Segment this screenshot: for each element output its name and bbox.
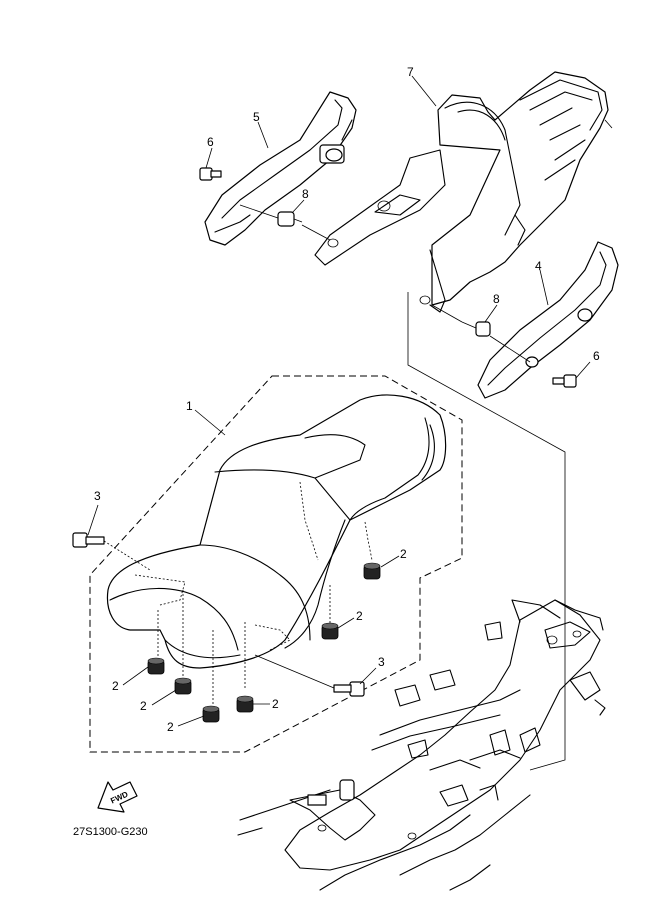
seat-assembly-boundary: [89, 375, 463, 753]
seat-part: [106, 394, 447, 705]
callout-2: 2: [112, 679, 119, 693]
grab-rail-part: [314, 71, 613, 313]
callout-2: 2: [140, 699, 147, 713]
callout-7: 7: [407, 65, 414, 79]
callout-5: 5: [253, 110, 260, 124]
bolt-3-right: [254, 654, 365, 697]
diagram-code: 27S1300-G230: [73, 826, 148, 838]
callout-2: 2: [400, 547, 407, 561]
damper-2-c: [202, 705, 220, 723]
callout-3: 3: [378, 655, 385, 669]
callout-1: 1: [186, 399, 193, 413]
callout-6: 6: [207, 135, 214, 149]
right-side-cover-part: [477, 241, 619, 399]
damper-2-e: [321, 622, 339, 640]
frame-part: [237, 599, 606, 891]
collar-8-lower: [461, 321, 491, 337]
callout-8: 8: [493, 292, 500, 306]
damper-2-a: [147, 657, 165, 675]
damper-2-b: [174, 677, 192, 695]
fwd-arrow-icon: FWD: [97, 781, 138, 813]
callout-2: 2: [167, 720, 174, 734]
damper-2-d: [236, 695, 254, 713]
callout-4: 4: [535, 259, 542, 273]
callout-2: 2: [272, 697, 279, 711]
bolt-6-upper: [199, 167, 222, 181]
callout-8: 8: [302, 187, 309, 201]
left-side-cover-part: [204, 91, 357, 246]
callout-2: 2: [356, 609, 363, 623]
bolt-3-left: [72, 532, 151, 571]
damper-2-group: [147, 562, 381, 723]
callout-6: 6: [593, 349, 600, 363]
callout-3: 3: [94, 489, 101, 503]
leader-lines: [87, 75, 591, 727]
callout-numbers: 1 2 2 2 2 2 2 3 3 4 5 6 6 7 8 8: [94, 65, 600, 734]
damper-2-f: [363, 562, 381, 580]
collar-8-upper: [277, 211, 303, 227]
bolt-6-lower: [552, 374, 577, 388]
